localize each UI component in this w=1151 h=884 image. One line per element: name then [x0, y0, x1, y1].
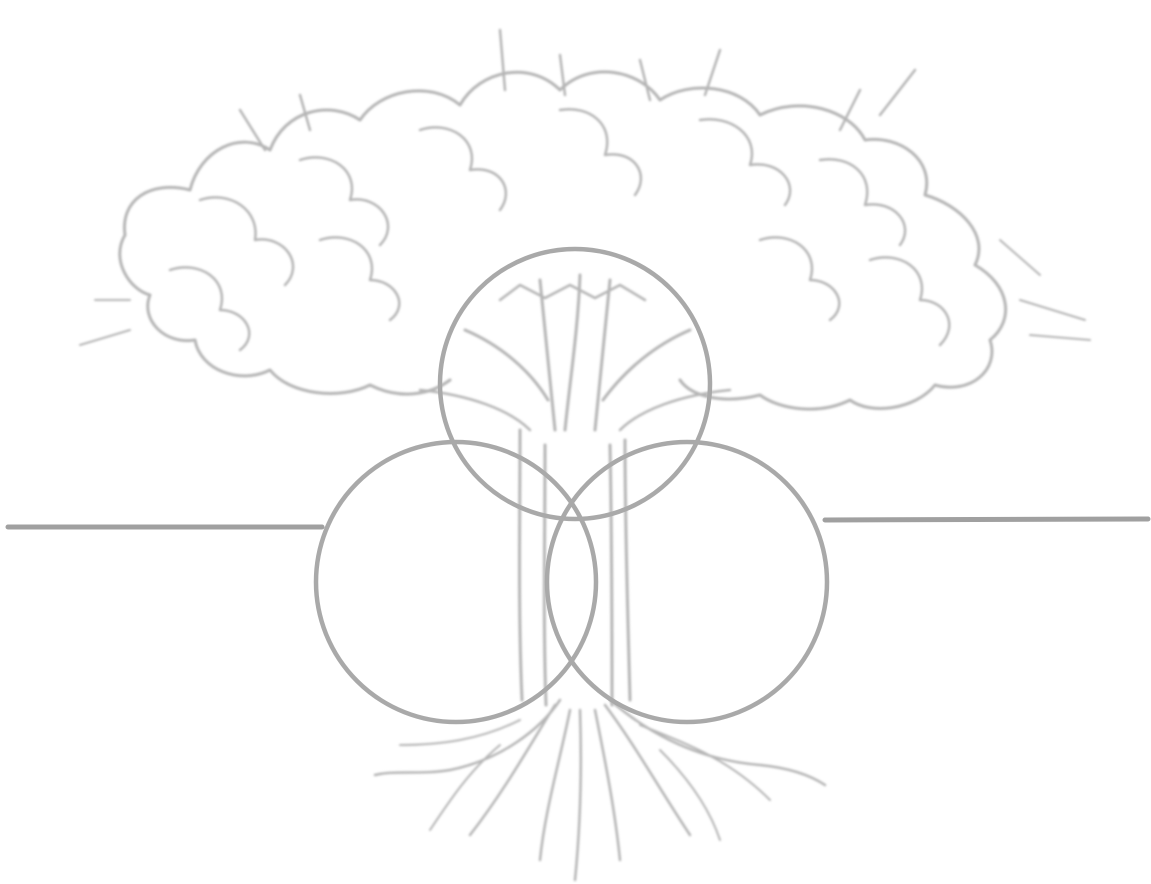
tree-roots [375, 700, 825, 880]
right-circle [547, 442, 827, 722]
left-circle [316, 442, 596, 722]
venn-circles [316, 249, 827, 722]
top-circle [440, 249, 710, 519]
tree-crown [80, 30, 1090, 430]
